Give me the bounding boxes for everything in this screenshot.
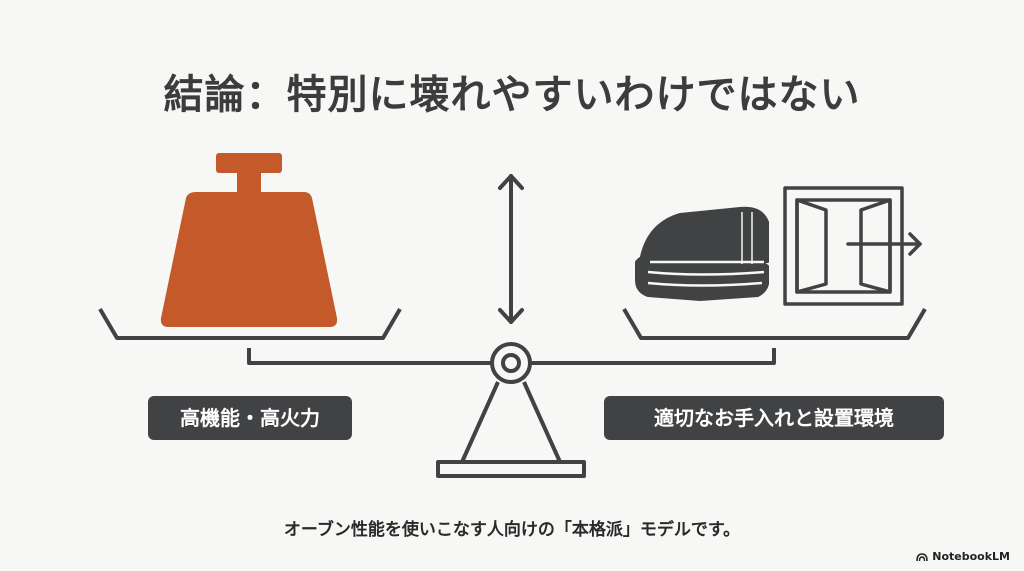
- open-door-icon: [783, 186, 922, 306]
- folded-towel-icon: [635, 206, 769, 301]
- weight-icon: [160, 153, 338, 327]
- vertical-double-arrow-icon: [498, 174, 524, 324]
- left-pan: [98, 307, 402, 340]
- brand-watermark: NotebookLM: [916, 550, 1010, 563]
- caption: オーブン性能を使いこなす人向けの「本格派」モデルです。: [283, 520, 741, 540]
- page-title: 結論：特別に壊れやすいわけではない: [163, 72, 861, 118]
- label-proper-care: 適切なお手入れと設置環境: [604, 396, 944, 440]
- right-pan: [622, 307, 927, 340]
- brand-name: NotebookLM: [932, 550, 1010, 563]
- scale-stand: [436, 381, 586, 478]
- pivot-icon: [490, 342, 532, 384]
- label-high-performance: 高機能・高火力: [148, 396, 352, 440]
- notebooklm-logo-icon: [916, 552, 929, 561]
